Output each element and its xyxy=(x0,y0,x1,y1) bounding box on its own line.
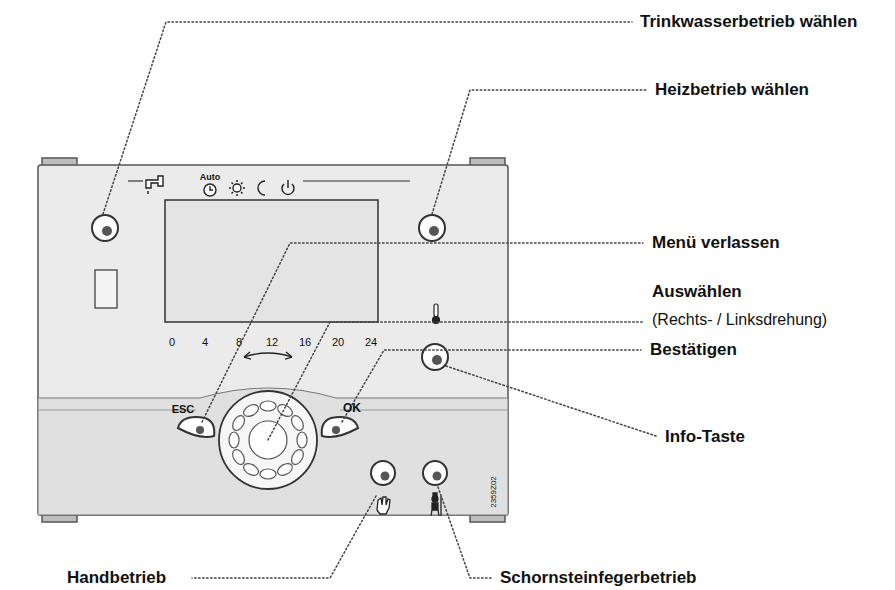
leader-lines xyxy=(103,22,656,578)
housing xyxy=(38,158,508,522)
callout-label: Handbetrieb xyxy=(67,568,166,588)
panel-print: OK xyxy=(343,402,361,416)
mode-bracket xyxy=(128,180,410,181)
display xyxy=(165,200,378,322)
leader-line xyxy=(432,90,646,214)
callout-label: Bestätigen xyxy=(650,340,737,360)
leader-line xyxy=(268,322,643,440)
knob-grip xyxy=(242,461,261,478)
scale-number: 24 xyxy=(365,336,377,349)
panel-print: Auto xyxy=(200,172,221,182)
knob-grip xyxy=(297,432,307,448)
knob-grip xyxy=(289,414,306,433)
leader-line xyxy=(342,350,641,422)
callout-label: Schornsteinfegerbetrieb xyxy=(500,568,697,588)
callout-label: Heizbetrieb wählen xyxy=(655,80,809,100)
knob-grip xyxy=(230,414,247,433)
scale-number: 20 xyxy=(332,336,344,349)
knob-grip xyxy=(230,448,247,467)
turn-arrow-heads xyxy=(244,352,292,359)
knob-grip xyxy=(242,402,261,419)
knob-grip xyxy=(260,469,276,479)
callout-label: Trinkwasserbetrieb wählen xyxy=(640,12,857,32)
info-icon xyxy=(433,304,440,324)
knob-grip xyxy=(276,402,295,419)
slot xyxy=(95,270,117,308)
button-shading xyxy=(102,226,442,481)
turn-arrow xyxy=(244,353,292,357)
scale-number: 8 xyxy=(236,336,242,349)
scale-number: 0 xyxy=(169,336,175,349)
panel-print: ESC xyxy=(172,403,195,416)
scale-number: 4 xyxy=(202,336,208,349)
leader-line xyxy=(202,243,643,422)
callout-label: Menü verlassen xyxy=(652,233,780,253)
callout-label: Info-Taste xyxy=(665,427,745,447)
knob-grip xyxy=(289,448,306,467)
part-number: 2359Z02 xyxy=(489,476,498,508)
knob-grip xyxy=(276,461,295,478)
chimney-sweep-icon xyxy=(431,493,441,516)
knob-grip xyxy=(229,432,239,448)
callout-label: Auswählen xyxy=(652,282,742,302)
leader-line xyxy=(192,496,376,578)
scale-number: 12 xyxy=(266,336,278,349)
leader-line xyxy=(103,22,632,214)
leader-line xyxy=(446,366,656,436)
knob-grip xyxy=(260,401,276,411)
hand-icon xyxy=(377,497,390,514)
leader-line xyxy=(438,487,492,578)
scale-number: 16 xyxy=(299,336,311,349)
callout-note: (Rechts- / Linksdrehung) xyxy=(652,311,827,329)
